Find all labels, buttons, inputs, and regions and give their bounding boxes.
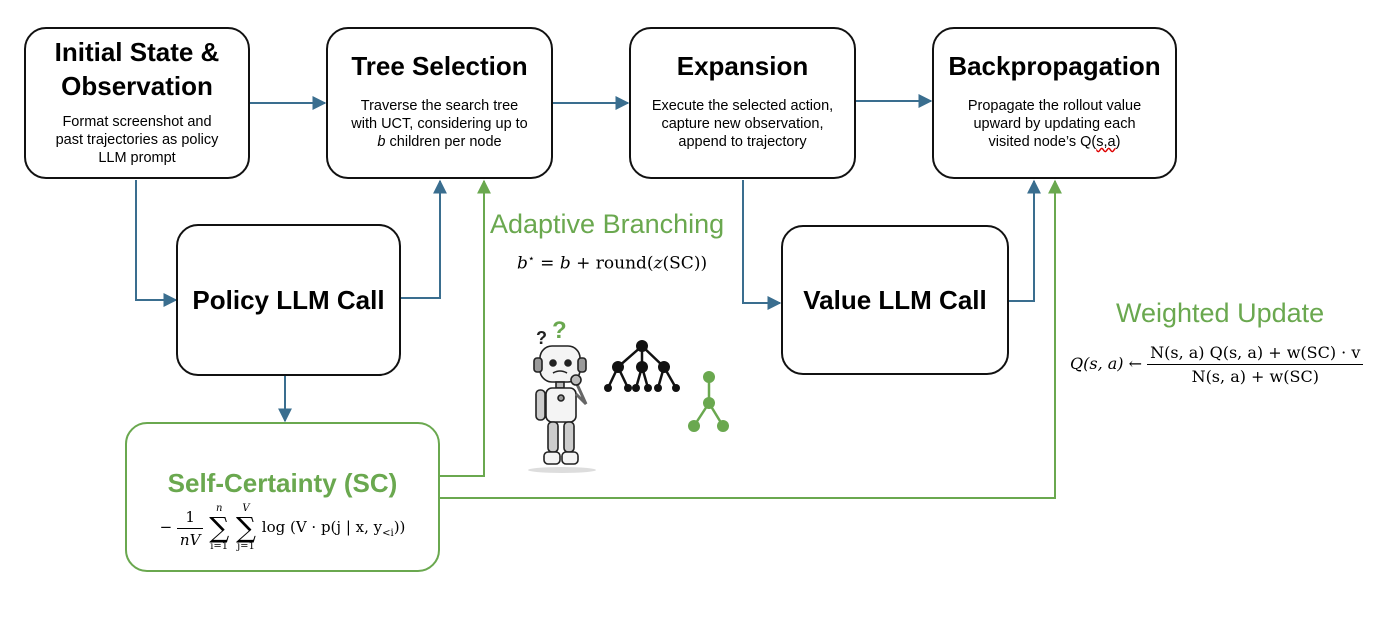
sc-fraction: 1 nV	[176, 508, 204, 549]
thinking-robot-icon: ? ?	[528, 318, 596, 473]
question-mark-large: ?	[552, 318, 567, 344]
initial-state-desc-line3: LLM prompt	[98, 150, 176, 166]
adaptive-branching-formula: b⋆ = b + round(z(SC))	[517, 252, 708, 274]
policy-llm-title: Policy LLM Call	[192, 285, 385, 315]
expansion-desc-line2: capture new observation,	[661, 116, 824, 132]
backpropagation-desc-line1: Propagate the rollout value	[967, 98, 1142, 114]
self-certainty-formula: − 1 nV n ∑ i=1 V ∑ j=1 log (V · p(j | x,…	[159, 503, 406, 552]
backpropagation-desc-line2: upward by updating each	[973, 116, 1136, 132]
value-llm-title: Value LLM Call	[803, 285, 987, 315]
tree-selection-title: Tree Selection	[351, 51, 528, 81]
tree-selection-desc-line1: Traverse the search tree	[360, 98, 519, 114]
tree-selection-box: Tree Selection Traverse the search tree …	[326, 27, 553, 179]
initial-state-title-line2: Observation	[61, 71, 213, 101]
expansion-box: Expansion Execute the selected action, c…	[629, 27, 856, 179]
self-certainty-title: Self-Certainty (SC)	[167, 468, 398, 498]
arrow-initial-to-policy	[135, 180, 178, 307]
question-mark-small: ?	[536, 328, 547, 348]
arrow-sc-to-backprop	[440, 179, 1062, 499]
tree-selection-desc-line2: with UCT, considering up to	[351, 116, 528, 132]
arrow-sc-to-tree	[440, 179, 491, 477]
sum-i-operator: n ∑ i=1	[209, 503, 230, 552]
initial-state-box: Initial State & Observation Format scree…	[24, 27, 250, 179]
small-tree-icon	[688, 371, 729, 432]
expansion-desc-line1: Execute the selected action,	[651, 98, 834, 114]
initial-state-desc-line1: Format screenshot and	[62, 114, 212, 130]
backpropagation-desc-line3: visited node’s Q(s,a)	[988, 134, 1121, 150]
sum-j-operator: V ∑ j=1	[235, 503, 256, 552]
arrow-expansion-to-value	[742, 180, 782, 310]
branching-variable: b	[377, 134, 386, 150]
initial-state-desc-line2: past trajectories as policy	[55, 132, 219, 148]
expansion-desc-line3: append to trajectory	[678, 134, 807, 150]
weighted-update-label: Weighted Update	[1116, 298, 1325, 328]
arrow-policy-to-tree	[401, 179, 447, 299]
expansion-title: Expansion	[676, 51, 809, 81]
self-certainty-box: Self-Certainty (SC) − 1 nV n ∑ i=1 V ∑ j…	[125, 422, 440, 572]
spellcheck-underline: s,a	[1096, 134, 1116, 150]
backpropagation-box: Backpropagation Propagate the rollout va…	[932, 27, 1177, 179]
tree-selection-desc-line3: b children per node	[377, 134, 502, 150]
initial-state-title-line1: Initial State &	[54, 37, 220, 67]
backpropagation-title: Backpropagation	[948, 51, 1161, 81]
adaptive-branching-label: Adaptive Branching	[490, 209, 725, 239]
value-llm-box: Value LLM Call	[781, 225, 1009, 375]
arrow-value-to-backprop	[1009, 179, 1041, 302]
tree-icon	[604, 340, 680, 392]
policy-llm-box: Policy LLM Call	[176, 224, 401, 376]
